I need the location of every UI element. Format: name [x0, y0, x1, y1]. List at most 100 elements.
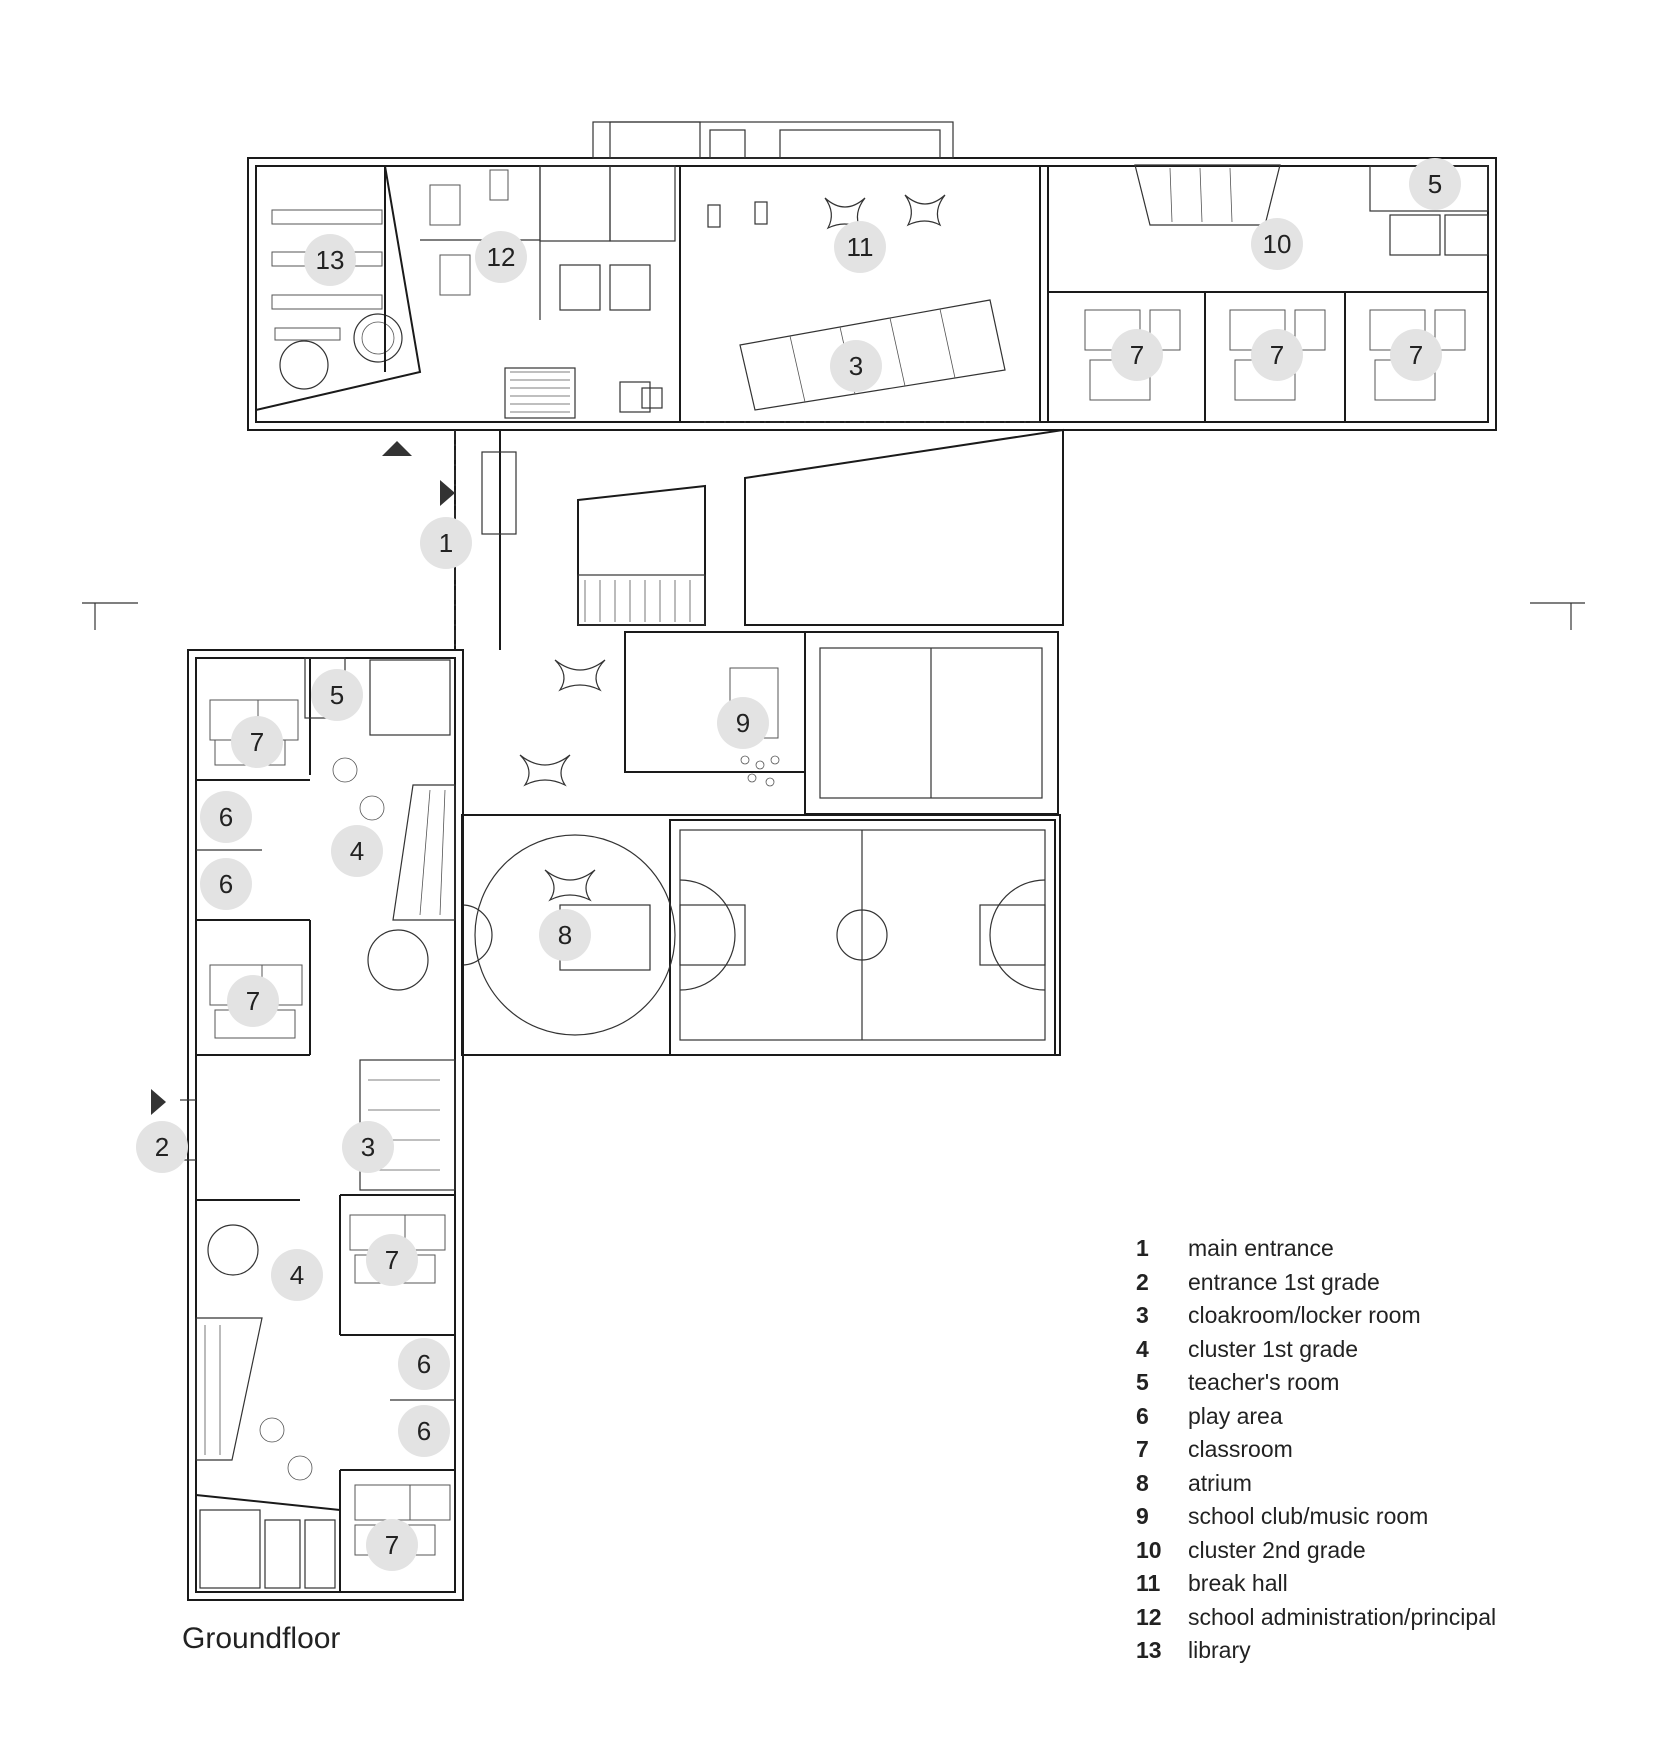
svg-text:11: 11 — [847, 232, 874, 262]
svg-text:1: 1 — [439, 528, 453, 558]
room-marker: 7 — [227, 975, 279, 1027]
legend-item: 13 library — [1136, 1634, 1496, 1668]
svg-text:6: 6 — [417, 1349, 431, 1379]
room-marker: 9 — [717, 697, 769, 749]
legend-number: 7 — [1136, 1436, 1149, 1462]
legend-item: 11 break hall — [1136, 1567, 1496, 1601]
svg-text:2: 2 — [155, 1132, 169, 1162]
stair-west-upper — [392, 784, 456, 921]
legend-number: 6 — [1136, 1402, 1149, 1429]
room-marker: 3 — [830, 340, 882, 392]
room-marker: 10 — [1251, 218, 1303, 270]
room-marker: 4 — [271, 1249, 323, 1301]
legend-item: 2 entrance 1st grade — [1136, 1266, 1496, 1300]
room-marker: 7 — [366, 1234, 418, 1286]
legend-label: library — [1188, 1637, 1251, 1663]
room-marker: 6 — [200, 858, 252, 910]
svg-text:6: 6 — [219, 802, 233, 832]
svg-text:6: 6 — [219, 869, 233, 899]
svg-text:8: 8 — [558, 920, 572, 950]
legend-label: main entrance — [1188, 1235, 1334, 1261]
legend-number: 10 — [1136, 1536, 1162, 1563]
stair-atrium — [577, 574, 706, 626]
legend-number: 9 — [1136, 1503, 1149, 1529]
legend-label: school administration/principal — [1188, 1603, 1497, 1630]
room-marker: 7 — [231, 716, 283, 768]
legend-item: 12 school administration/principal — [1136, 1601, 1496, 1635]
legend-item: 10 cluster 2nd grade — [1136, 1534, 1496, 1568]
svg-text:7: 7 — [1270, 340, 1284, 370]
legend-number: 1 — [1136, 1235, 1149, 1261]
legend-number: 2 — [1136, 1268, 1149, 1295]
legend-number: 13 — [1136, 1637, 1162, 1663]
section-marker-left — [82, 602, 138, 630]
room-marker: 13 — [304, 234, 356, 286]
room-marker: 1 — [420, 517, 472, 569]
legend-item: 9 school club/music room — [1136, 1500, 1496, 1534]
room-marker: 8 — [539, 909, 591, 961]
legend-label: cluster 1st grade — [1188, 1335, 1359, 1362]
svg-text:5: 5 — [1428, 169, 1442, 199]
legend-label: cloakroom/locker room — [1188, 1302, 1421, 1328]
entrance-arrow-north — [382, 441, 412, 456]
legend-label: classroom — [1188, 1436, 1293, 1462]
svg-text:10: 10 — [1263, 229, 1292, 259]
legend-number: 4 — [1136, 1335, 1149, 1362]
legend-item: 7 classroom — [1136, 1433, 1496, 1467]
room-marker: 5 — [1409, 158, 1461, 210]
legend-item: 4 cluster 1st grade — [1136, 1333, 1496, 1367]
svg-text:7: 7 — [385, 1245, 399, 1275]
svg-text:7: 7 — [1130, 340, 1144, 370]
legend-label: break hall — [1188, 1570, 1288, 1596]
stair-west-lower — [195, 1317, 263, 1461]
svg-text:7: 7 — [385, 1530, 399, 1560]
room-marker: 7 — [1251, 329, 1303, 381]
room-marker: 7 — [1390, 329, 1442, 381]
room-marker: 11 — [834, 221, 886, 273]
stair-east — [1134, 164, 1281, 226]
legend-item: 8 atrium — [1136, 1467, 1496, 1501]
legend-number: 3 — [1136, 1302, 1149, 1328]
room-marker: 4 — [331, 825, 383, 877]
legend-label: entrance 1st grade — [1188, 1268, 1380, 1295]
room-marker: 7 — [366, 1519, 418, 1571]
legend-item: 1 main entrance — [1136, 1232, 1496, 1266]
entrance-arrow-west — [151, 1089, 166, 1115]
room-marker: 6 — [200, 791, 252, 843]
room-marker: 5 — [311, 669, 363, 721]
entrance-arrow-main — [440, 480, 455, 506]
svg-text:9: 9 — [736, 708, 750, 738]
room-marker: 12 — [475, 231, 527, 283]
svg-text:3: 3 — [361, 1132, 375, 1162]
svg-text:5: 5 — [330, 680, 344, 710]
legend-label: teacher's room — [1188, 1369, 1340, 1395]
room-marker: 6 — [398, 1405, 450, 1457]
svg-text:7: 7 — [1409, 340, 1423, 370]
svg-text:7: 7 — [246, 986, 260, 1016]
svg-text:7: 7 — [250, 727, 264, 757]
svg-text:13: 13 — [316, 245, 345, 275]
room-marker: 2 — [136, 1121, 188, 1173]
legend-number: 12 — [1136, 1603, 1162, 1630]
legend-label: school club/music room — [1188, 1503, 1429, 1529]
section-marker-right — [1530, 602, 1585, 630]
legend-number: 8 — [1136, 1469, 1149, 1496]
legend: 1 main entrance 2 entrance 1st grade 3 cloa… — [1136, 1232, 1496, 1668]
stair-north — [504, 367, 576, 419]
legend-label: play area — [1188, 1402, 1283, 1429]
svg-text:4: 4 — [290, 1260, 304, 1290]
svg-text:3: 3 — [849, 351, 863, 381]
legend-label: cluster 2nd grade — [1188, 1536, 1366, 1563]
room-marker: 6 — [398, 1338, 450, 1390]
legend-item: 3 cloakroom/locker room — [1136, 1299, 1496, 1333]
svg-text:6: 6 — [417, 1416, 431, 1446]
svg-text:12: 12 — [487, 242, 516, 272]
room-marker: 7 — [1111, 329, 1163, 381]
svg-text:4: 4 — [350, 836, 364, 866]
room-marker: 3 — [342, 1121, 394, 1173]
legend-number: 11 — [1136, 1570, 1161, 1596]
legend-item: 6 play area — [1136, 1400, 1496, 1434]
legend-label: atrium — [1188, 1469, 1252, 1496]
